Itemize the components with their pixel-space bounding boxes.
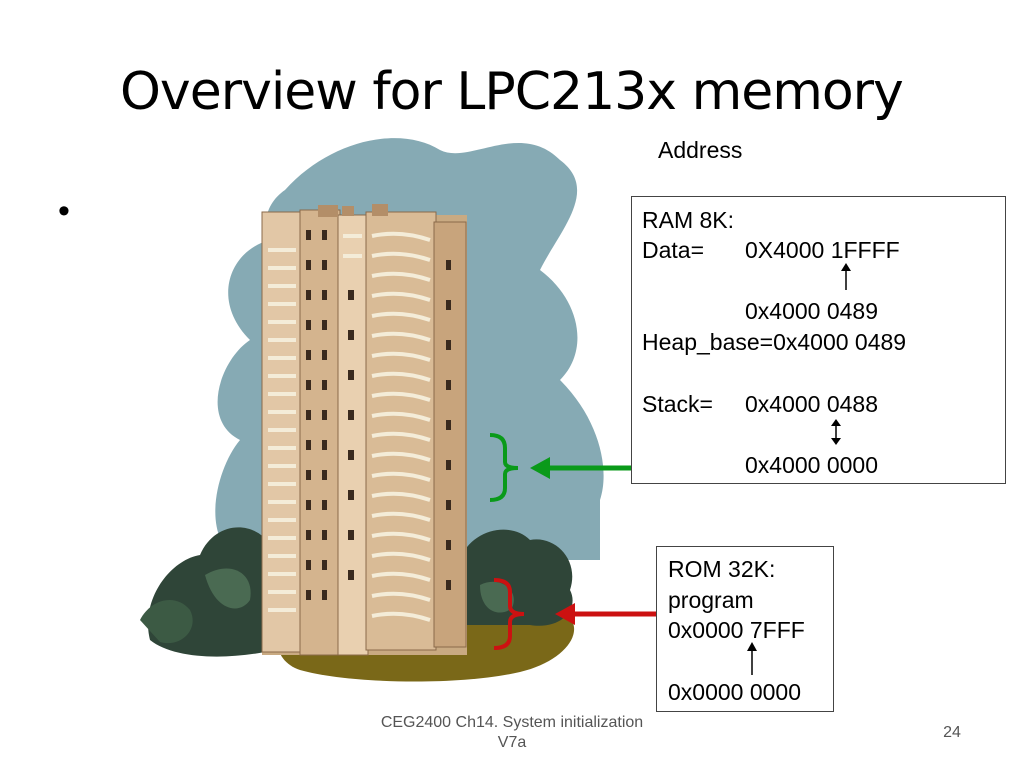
ram-data-top: 0X4000 1FFFF	[745, 237, 900, 263]
rom-heading: ROM 32K:	[668, 556, 776, 582]
ram-marker	[489, 433, 519, 502]
rom-program-label: program	[668, 587, 754, 613]
rom-top-address: 0x0000 7FFF	[668, 617, 805, 643]
ram-pointer-arrow	[530, 457, 632, 479]
ram-memory-box: RAM 8K: Data= 0X4000 1FFFF 0x4000 0489 H…	[631, 196, 1006, 484]
bullet-point: •	[58, 192, 70, 230]
ram-heap-base: Heap_base=0x4000 0489	[642, 329, 907, 355]
ram-stack-top: 0x4000 0488	[745, 391, 879, 417]
ram-heading: RAM 8K:	[642, 207, 735, 233]
up-arrow-icon	[747, 642, 757, 675]
rom-pointer-arrow	[555, 603, 656, 625]
rom-bottom-address: 0x0000 0000	[668, 679, 802, 705]
address-label: Address	[658, 137, 743, 163]
up-arrow-icon	[841, 263, 851, 290]
trees-right	[460, 529, 573, 626]
balconies	[268, 231, 431, 622]
footer-course-line1: CEG2400 Ch14. System initialization	[380, 714, 644, 731]
ram-stack-label: Stack=	[642, 391, 713, 417]
footer-course: CEG2400 Ch14. System initialization V7a	[362, 713, 662, 753]
rom-marker	[493, 578, 525, 650]
footer-course-line2: V7a	[497, 734, 527, 751]
double-arrow-icon	[831, 419, 841, 445]
rom-memory-box: ROM 32K: program 0x0000 7FFF 0x0000 0000	[656, 546, 834, 712]
ram-data-bottom: 0x4000 0489	[745, 298, 879, 324]
windows	[306, 230, 451, 600]
tower	[261, 204, 467, 656]
ram-stack-bottom: 0x4000 0000	[745, 452, 879, 478]
slide-title: Overview for LPC213x memory	[120, 62, 904, 122]
page-number: 24	[943, 724, 961, 741]
ram-data-label: Data=	[642, 237, 705, 263]
trees-left	[140, 527, 275, 657]
